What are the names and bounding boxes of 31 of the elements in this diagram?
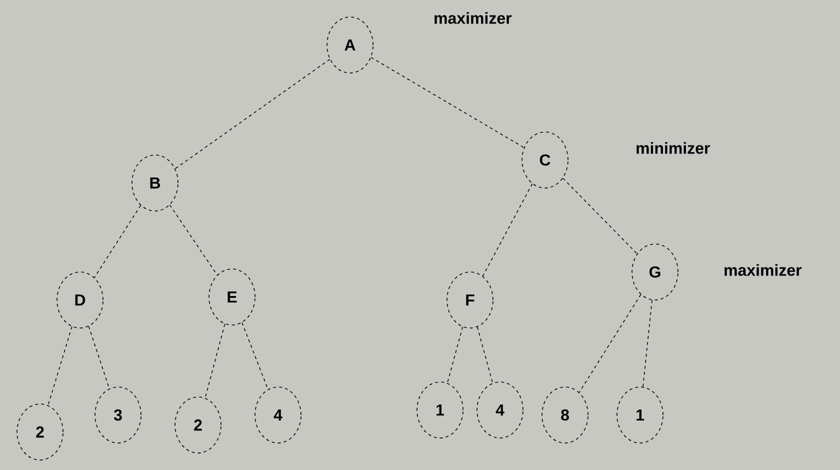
tree-edge — [482, 183, 533, 277]
level-label: minimizer — [636, 142, 710, 154]
tree-node: 1 — [416, 382, 464, 438]
tree-node: 4 — [254, 386, 302, 444]
tree-edge — [204, 324, 226, 398]
tree-edge — [174, 58, 330, 170]
tree-node: 8 — [542, 386, 588, 444]
tree-edge — [562, 178, 638, 254]
tree-edge — [370, 57, 524, 148]
tree-node: B — [132, 154, 178, 212]
tree-node: 2 — [16, 404, 64, 460]
tree-edge — [94, 205, 142, 278]
tree-node: D — [56, 272, 104, 328]
tree-edge — [48, 326, 72, 406]
tree-node: E — [208, 268, 256, 326]
tree-node: 3 — [94, 386, 142, 444]
tree-edge — [476, 326, 494, 384]
tree-edge — [578, 294, 642, 393]
level-label: maximizer — [434, 12, 512, 24]
tree-node: 2 — [174, 396, 222, 454]
tree-node: 1 — [616, 386, 664, 444]
tree-node: A — [326, 16, 374, 74]
level-label: maximizer — [724, 264, 802, 276]
tree-edge — [169, 204, 218, 276]
tree-node: 4 — [476, 382, 524, 438]
tree-edge — [642, 300, 652, 388]
tree-edge — [242, 322, 268, 390]
tree-node: F — [446, 272, 494, 328]
tree-node: G — [632, 244, 678, 300]
tree-edge — [446, 326, 464, 384]
tree-node: C — [522, 132, 568, 188]
